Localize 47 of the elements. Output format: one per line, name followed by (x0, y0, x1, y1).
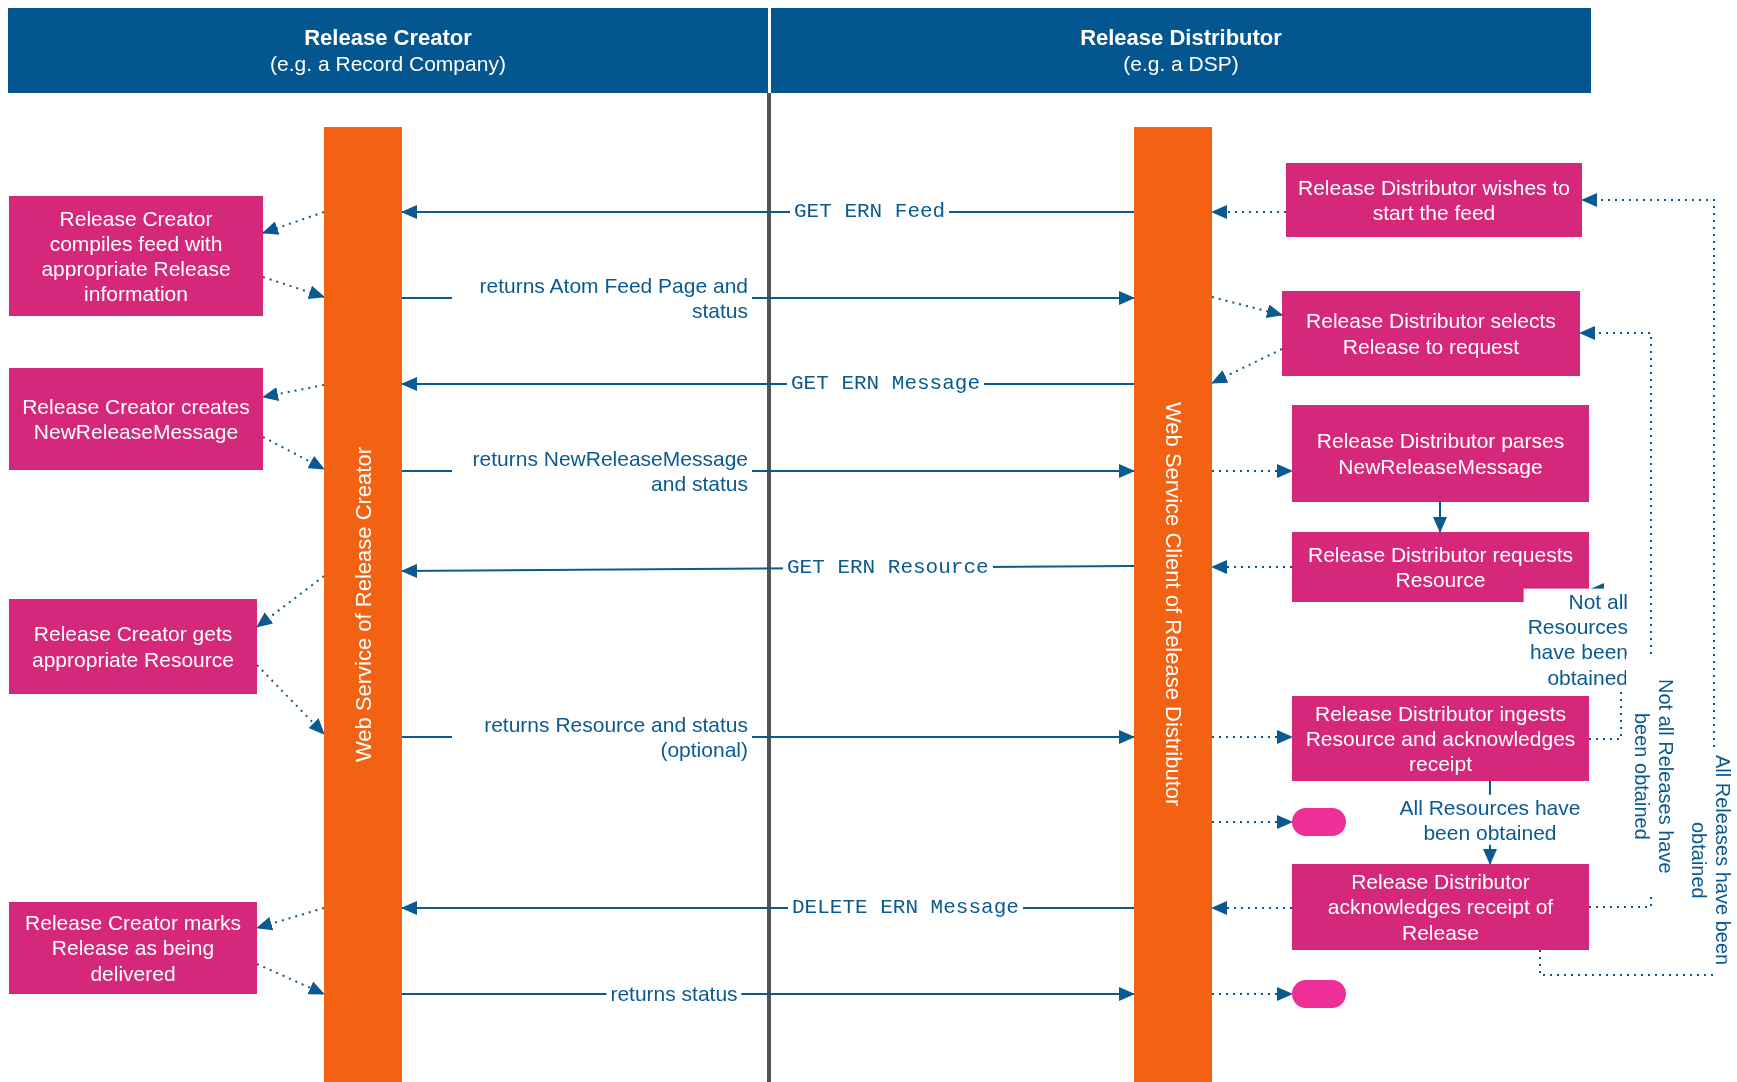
arrow (1211, 296, 1283, 319)
process-text: Release Creator gets appropriate Resource (31, 621, 235, 672)
process-box (1292, 696, 1589, 781)
process-text: Release Creator compiles feed with appropriate Release information (40, 205, 232, 307)
process-text: Release Creator creates NewReleaseMessage (21, 393, 251, 445)
process-text: Release Distributor selects Release to request (1305, 308, 1557, 359)
process-box (9, 902, 257, 994)
process-box (1292, 405, 1589, 502)
terminator-pill (1292, 980, 1346, 1008)
lane-title: Release Creator (304, 23, 472, 52)
arrow (1211, 730, 1293, 744)
arrow (262, 436, 325, 470)
process-box (1282, 291, 1580, 376)
lifeline-bar (1134, 127, 1212, 1082)
arrow (1433, 501, 1447, 533)
arrow (256, 963, 325, 995)
lifeline-bar (324, 127, 402, 1082)
process-text: Release Distributor parses NewReleaseMessage (1315, 428, 1566, 479)
arrow (1211, 205, 1287, 219)
arrow (262, 384, 325, 401)
lane-header (8, 8, 768, 93)
arrow (256, 907, 325, 931)
arrow (262, 211, 325, 235)
lifeline-label: Web Service Client of Release Distributor (1159, 402, 1187, 807)
arrow (256, 575, 325, 628)
lane-header (771, 8, 1591, 93)
lane-title: Release Distributor (1080, 23, 1282, 52)
arrow (1211, 464, 1293, 478)
process-box (1286, 163, 1582, 237)
arrow (262, 276, 325, 299)
process-text: Release Distributor wishes to start the feed (1297, 174, 1571, 226)
lifeline-label: Web Service of Release Creator (349, 446, 377, 763)
process-box (1292, 864, 1589, 950)
arrow (1211, 348, 1283, 384)
process-text: Release Distributor ingests Resource and acknowledges receipt (1304, 700, 1577, 777)
process-text: Release Creator marks Release as being delivered (24, 910, 242, 986)
arrow (1211, 815, 1293, 829)
process-box (9, 368, 263, 470)
process-box (9, 599, 257, 694)
lane-subtitle: (e.g. a Record Company) (270, 51, 506, 78)
arrow (1211, 560, 1293, 574)
terminator-pill (1292, 808, 1346, 836)
arrow (1211, 987, 1293, 1001)
arrow (1211, 901, 1293, 915)
process-text: Release Distributor acknowledges receipt of Release (1326, 869, 1555, 945)
process-box (9, 196, 263, 316)
lane-subtitle: (e.g. a DSP) (1123, 51, 1239, 78)
